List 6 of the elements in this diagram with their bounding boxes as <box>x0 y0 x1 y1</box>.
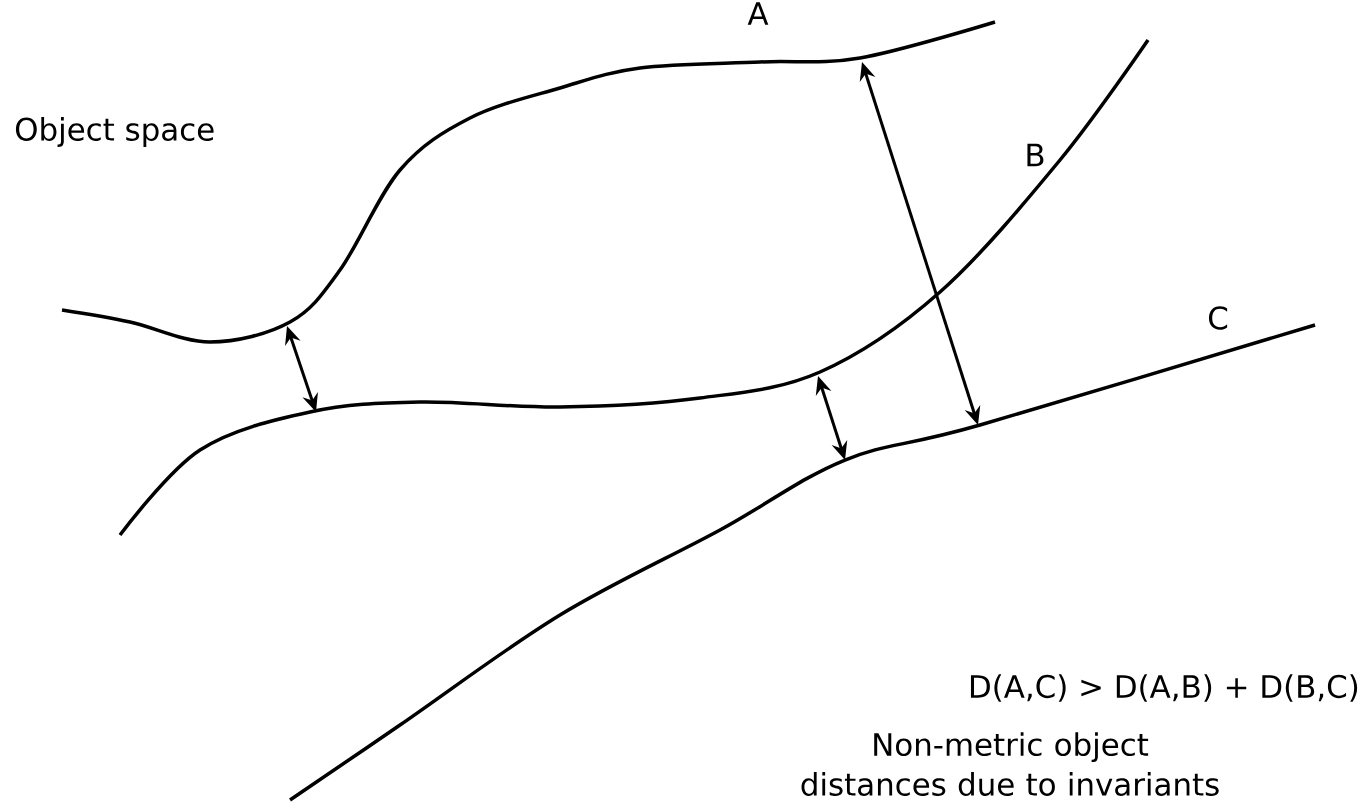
curve-label: B <box>1027 143 1044 167</box>
curve-label: C <box>1208 306 1228 330</box>
curve-label: A <box>747 2 769 25</box>
formula-text: D(A,C) > D(A,B) + D(B,C) <box>970 674 1358 702</box>
heading-text: Object space <box>15 117 214 147</box>
caption-text: Non-metric object distances due to invariants <box>801 732 1219 796</box>
